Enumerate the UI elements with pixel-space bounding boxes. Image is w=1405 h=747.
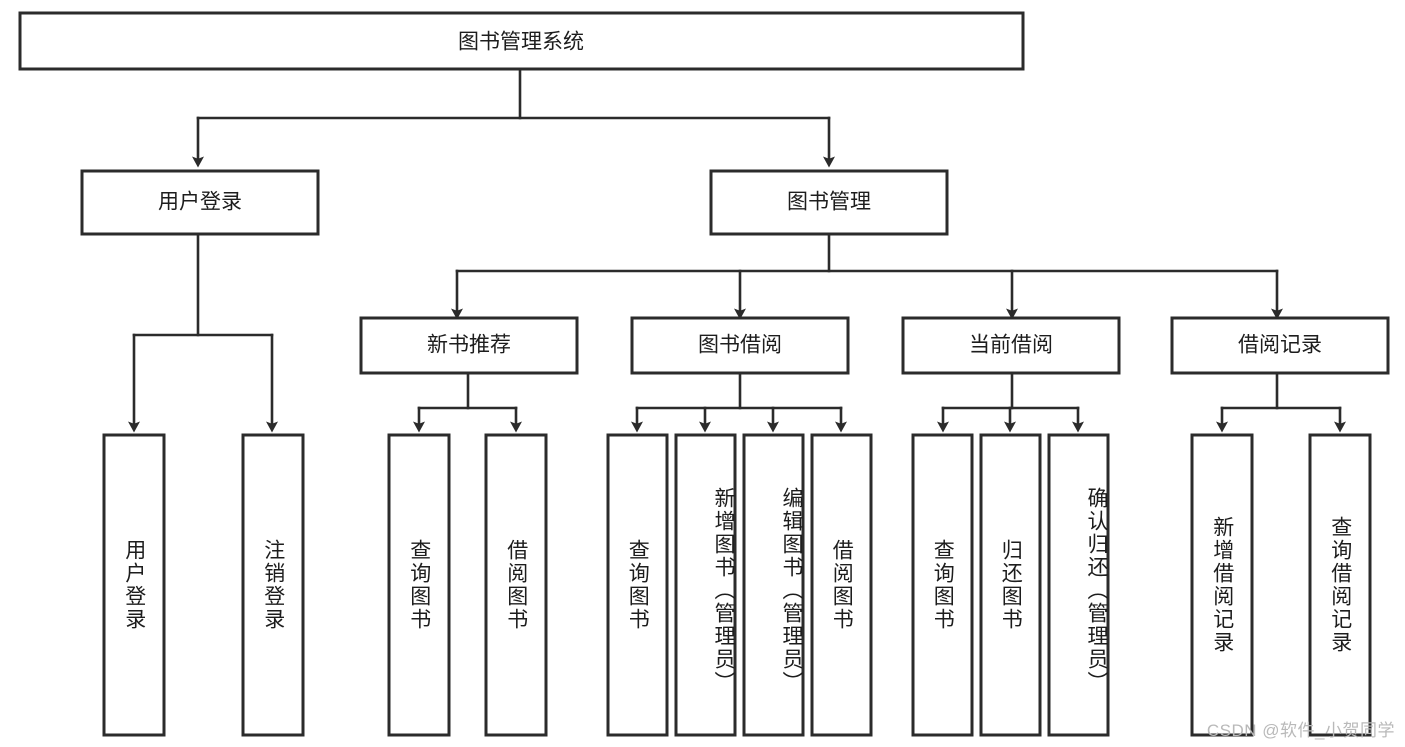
node-book-borrow[interactable]: 图书借阅 — [630, 316, 850, 375]
node-book-management-label: 图书管理 — [787, 191, 871, 214]
connector-currentborrow-to-leaves — [937, 371, 1084, 433]
node-user-login[interactable]: 用户登录 — [80, 169, 320, 236]
connector-userlogin-to-leaves — [128, 232, 278, 433]
node-new-book-recommend-label: 新书推荐 — [427, 334, 511, 357]
leaf-box-add-borrow-record[interactable] — [1190, 433, 1254, 737]
connector-bookborrow-to-leaves — [631, 371, 847, 433]
leaf-box-return-book[interactable] — [979, 433, 1042, 737]
leaf-box-query-book-recommend[interactable] — [387, 433, 451, 737]
leaf-box-query-book-borrow[interactable] — [606, 433, 669, 737]
node-borrow-record[interactable]: 借阅记录 — [1170, 316, 1390, 375]
leaf-box-edit-book-admin[interactable] — [742, 433, 805, 737]
leaf-box-query-borrow-record[interactable] — [1308, 433, 1372, 737]
leaf-box-borrow-book[interactable] — [810, 433, 873, 737]
node-book-management[interactable]: 图书管理 — [709, 169, 949, 236]
node-root-label: 图书管理系统 — [458, 31, 584, 54]
connector-bookmgmt-to-level3 — [451, 232, 1283, 320]
node-book-borrow-label: 图书借阅 — [698, 334, 782, 357]
leaf-box-confirm-return-admin[interactable] — [1047, 433, 1110, 737]
leaf-box-add-book-admin[interactable] — [674, 433, 737, 737]
leaf-box-logout[interactable] — [241, 433, 305, 737]
connector-root-to-level2 — [192, 67, 835, 168]
connector-newbook-to-leaves — [413, 371, 522, 433]
node-new-book-recommend[interactable]: 新书推荐 — [359, 316, 579, 375]
leaf-box-borrow-book-recommend[interactable] — [484, 433, 548, 737]
connector-borrowrecord-to-leaves — [1216, 371, 1346, 433]
node-root[interactable]: 图书管理系统 — [18, 11, 1025, 71]
node-user-login-label: 用户登录 — [158, 191, 242, 214]
node-current-borrow-label: 当前借阅 — [969, 334, 1053, 357]
node-borrow-record-label: 借阅记录 — [1238, 334, 1322, 357]
leaf-box-query-book-current[interactable] — [911, 433, 974, 737]
watermark-text: CSDN @软件_小贺同学 — [1206, 721, 1395, 740]
node-current-borrow[interactable]: 当前借阅 — [901, 316, 1121, 375]
leaf-box-user-login[interactable] — [102, 433, 166, 737]
